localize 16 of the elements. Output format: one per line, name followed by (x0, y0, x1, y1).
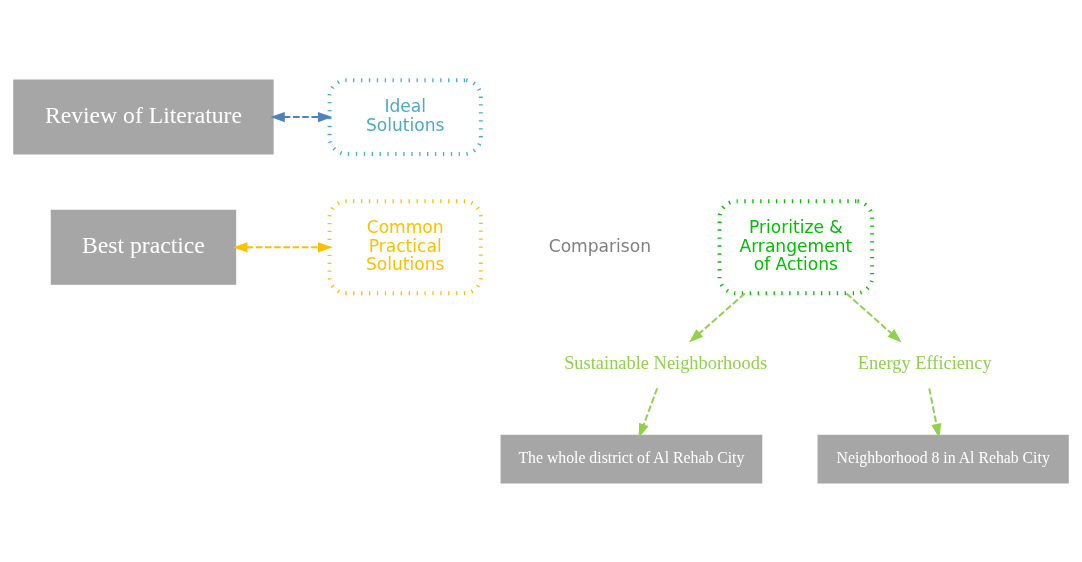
arrow (688, 292, 746, 343)
arrow (845, 292, 902, 343)
node-text: Energy Efficiency (857, 352, 992, 373)
node-box: Ideal Solutions (327, 77, 483, 156)
node-box: The whole district of Al Rehab City (500, 434, 763, 483)
arrow (638, 386, 659, 438)
node-box: Common Practical Solutions (327, 198, 483, 295)
label: Comparison (548, 235, 651, 256)
arrow (270, 111, 333, 122)
node-box: Review of Literature (13, 79, 274, 155)
arrow (928, 386, 942, 438)
node-box: Best practice (50, 209, 237, 285)
arrow (233, 241, 333, 252)
node-text: Sustainable Neighborhoods (564, 352, 768, 373)
node-box: Neighborhood 8 in Al Rehab City (817, 434, 1069, 483)
node-box: Prioritize & Arrangement of Actions (717, 198, 875, 295)
